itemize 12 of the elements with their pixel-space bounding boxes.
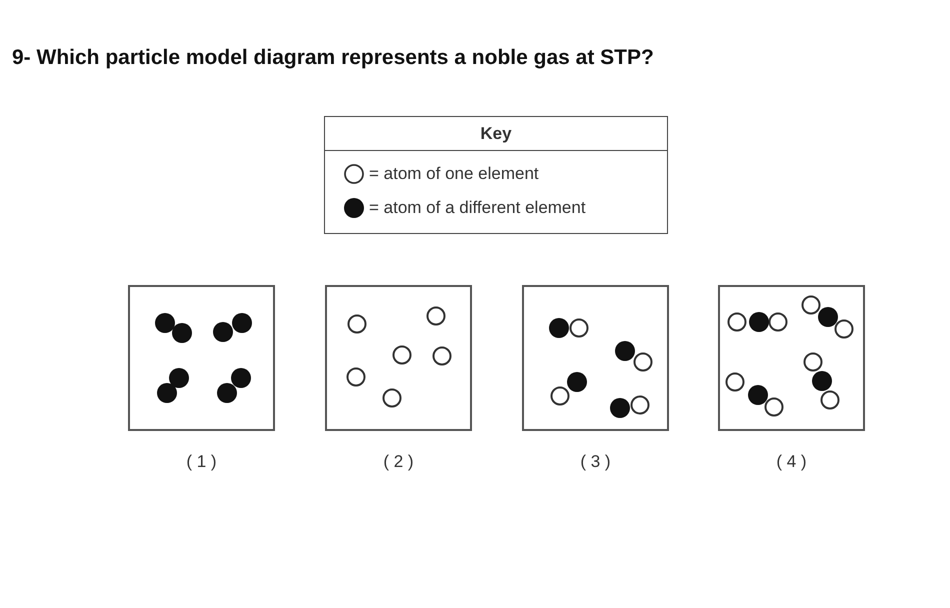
key-heading: Key <box>325 117 667 151</box>
panel-caption: ( 3 ) <box>579 452 612 472</box>
panel-caption: ( 4 ) <box>775 452 808 472</box>
panel-caption: ( 2 ) <box>382 452 415 472</box>
question-title: 9- Which particle model diagram represents a noble gas at STP? <box>12 46 654 70</box>
model-box <box>325 285 472 431</box>
model-box <box>718 285 865 431</box>
model-box <box>128 285 275 431</box>
legend-text: = atom of one element <box>369 164 539 184</box>
legend-text: = atom of a different element <box>369 198 586 218</box>
panel-caption: ( 1 ) <box>185 452 218 472</box>
model-box <box>522 285 669 431</box>
